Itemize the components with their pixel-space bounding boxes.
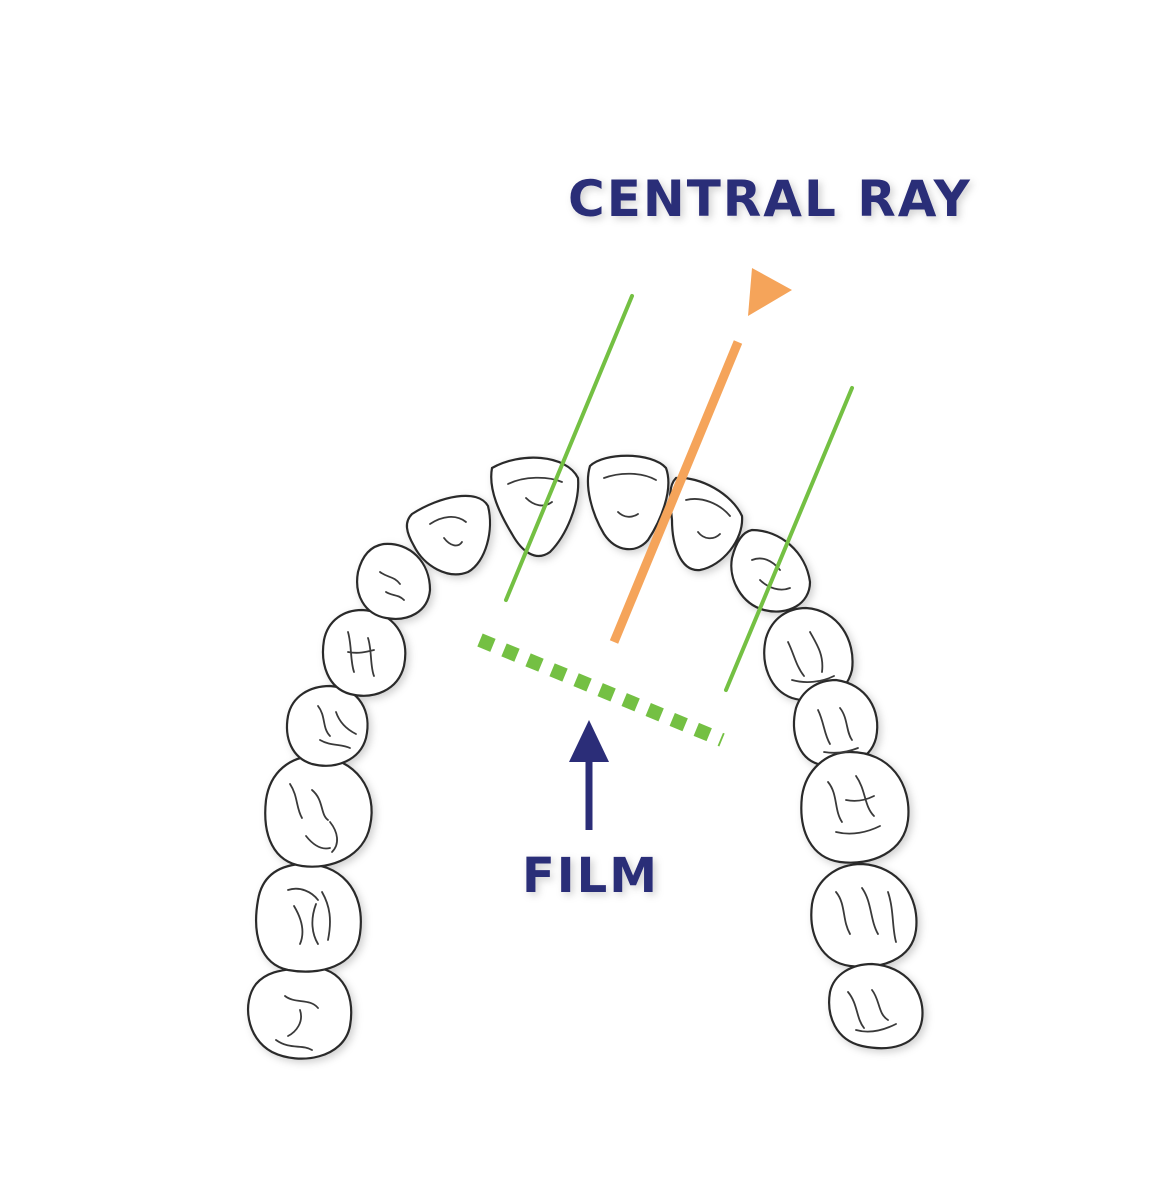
tooth-right-molar-1 (800, 750, 910, 864)
film-line (477, 633, 725, 747)
film-arrow-head (569, 720, 609, 762)
tooth-left-central-incisor (490, 456, 580, 558)
tooth-grooves (275, 472, 897, 1051)
tooth-left-molar-3 (246, 966, 353, 1060)
tooth-left-molar-2 (255, 862, 362, 973)
beam-edge-right (724, 386, 854, 692)
tooth-right-central-incisor (586, 454, 670, 551)
central-ray-arrowhead (748, 268, 792, 316)
beam-edge-left (504, 294, 634, 602)
tooth-right-molar-2 (810, 862, 918, 968)
tooth-left-lateral-incisor (405, 494, 492, 576)
tooth-right-molar-3 (828, 962, 924, 1050)
central-ray-label: CENTRAL RAY (568, 170, 972, 228)
tooth-right-canine (730, 528, 812, 613)
central-ray-line (609, 340, 743, 644)
film-label: FILM (522, 848, 659, 904)
film-arrow (569, 720, 609, 830)
central-ray (609, 268, 792, 644)
dental-arch (246, 454, 924, 1060)
tooth-left-premolar-2 (286, 684, 369, 767)
beam-edges (504, 294, 854, 692)
tooth-left-canine (356, 542, 432, 620)
tooth-left-molar-1 (264, 754, 373, 868)
